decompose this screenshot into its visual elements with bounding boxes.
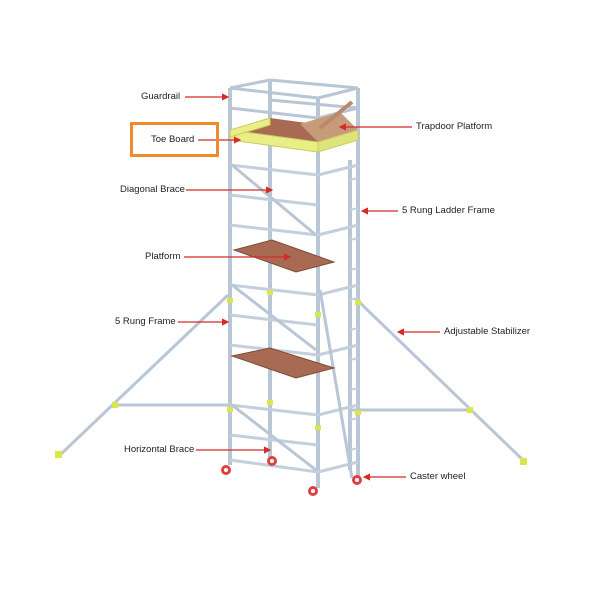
label-caster-wheel: Caster wheel — [410, 471, 466, 482]
top-platform-with-toe-board — [229, 100, 359, 153]
label-platform: Platform — [145, 251, 181, 262]
caster-wheels — [221, 456, 362, 496]
lower-platform — [230, 347, 336, 379]
diagonal-braces — [231, 163, 354, 479]
label-five-rung-ladder-frame: 5 Rung Ladder Frame — [402, 205, 495, 216]
label-toe-board: Toe Board — [151, 134, 195, 145]
stabilizer-feet — [55, 402, 527, 465]
label-five-rung-frame: 5 Rung Frame — [115, 316, 176, 327]
callout-arrows — [178, 93, 440, 481]
frame-clips — [227, 290, 361, 430]
label-adjustable-stabilizer: Adjustable Stabilizer — [444, 326, 531, 337]
label-guardrail: Guardrail — [141, 91, 181, 102]
guardrail-bars — [229, 78, 359, 120]
ladder-rungs — [349, 177, 359, 451]
toe-board-highlight — [130, 122, 219, 157]
horizontal-rungs — [229, 163, 359, 474]
label-diagonal-brace: Diagonal Brace — [120, 184, 185, 195]
label-trapdoor-platform: Trapdoor Platform — [416, 121, 493, 132]
label-horizontal-brace: Horizontal Brace — [124, 444, 195, 455]
